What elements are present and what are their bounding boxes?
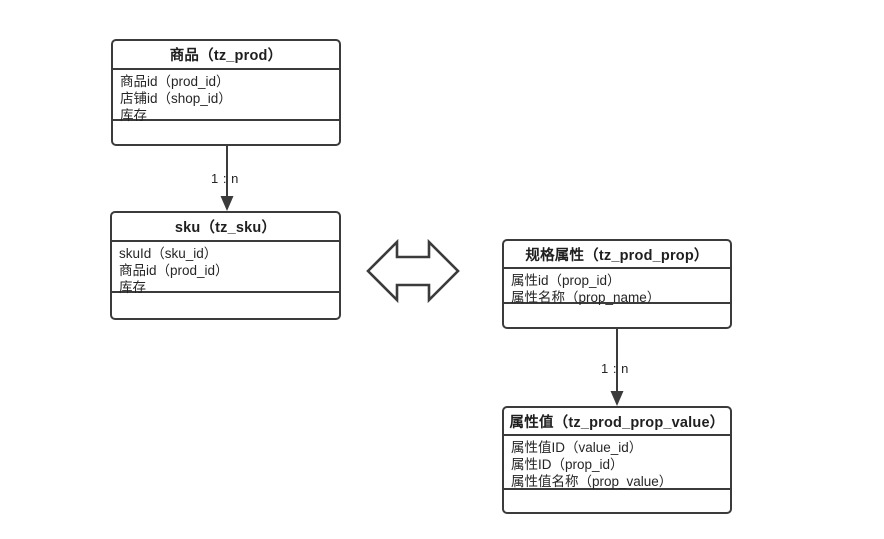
entity-box-tz-prod-prop-value[interactable]: 属性值（tz_prod_prop_value） 属性值ID（value_id） …	[502, 406, 732, 514]
attribute-row: 店铺id（shop_id）	[120, 91, 232, 106]
entity-methods-tz-prod-prop	[504, 304, 730, 327]
attribute-row: 商品id（prod_id）	[120, 74, 230, 89]
entity-box-tz-prod-prop[interactable]: 规格属性（tz_prod_prop） 属性id（prop_id） 属性名称（pr…	[502, 239, 732, 329]
connector-prop-to-prop-value	[602, 329, 632, 407]
attribute-row: 属性id（prop_id）	[511, 273, 621, 288]
attribute-row: 属性值名称（prop_value）	[511, 474, 673, 489]
attribute-row: 属性值ID（value_id）	[511, 440, 643, 455]
attribute-row: 库存	[119, 280, 146, 295]
entity-attributes-tz-prod-prop-value: 属性值ID（value_id） 属性ID（prop_id） 属性值名称（prop…	[504, 436, 730, 490]
entity-attributes-tz-prod: 商品id（prod_id） 店铺id（shop_id） 库存	[113, 70, 339, 123]
double-headed-arrow-icon	[363, 232, 463, 310]
attribute-row: 库存	[120, 108, 147, 123]
attribute-row: 属性名称（prop_name）	[511, 290, 661, 305]
attribute-row: 属性ID（prop_id）	[511, 457, 624, 472]
entity-title-tz-sku: sku（tz_sku）	[112, 213, 339, 242]
entity-methods-tz-prod-prop-value	[504, 490, 730, 512]
entity-title-tz-prod-prop-value: 属性值（tz_prod_prop_value）	[504, 408, 730, 436]
entity-methods-tz-prod	[113, 121, 339, 144]
cardinality-label-prop-to-prop-value: 1 : n	[601, 361, 629, 376]
cardinality-label-prod-to-sku: 1 : n	[211, 171, 239, 186]
connector-prod-to-sku	[212, 146, 242, 212]
attribute-row: 商品id（prod_id）	[119, 263, 229, 278]
entity-title-tz-prod-prop: 规格属性（tz_prod_prop）	[504, 241, 730, 269]
entity-attributes-tz-sku: skuId（sku_id） 商品id（prod_id） 库存	[112, 242, 339, 295]
entity-box-tz-prod[interactable]: 商品（tz_prod） 商品id（prod_id） 店铺id（shop_id） …	[111, 39, 341, 146]
entity-attributes-tz-prod-prop: 属性id（prop_id） 属性名称（prop_name）	[504, 269, 730, 305]
attribute-row: skuId（sku_id）	[119, 246, 218, 261]
entity-box-tz-sku[interactable]: sku（tz_sku） skuId（sku_id） 商品id（prod_id） …	[110, 211, 341, 320]
entity-methods-tz-sku	[112, 293, 339, 318]
entity-title-tz-prod: 商品（tz_prod）	[113, 41, 339, 70]
